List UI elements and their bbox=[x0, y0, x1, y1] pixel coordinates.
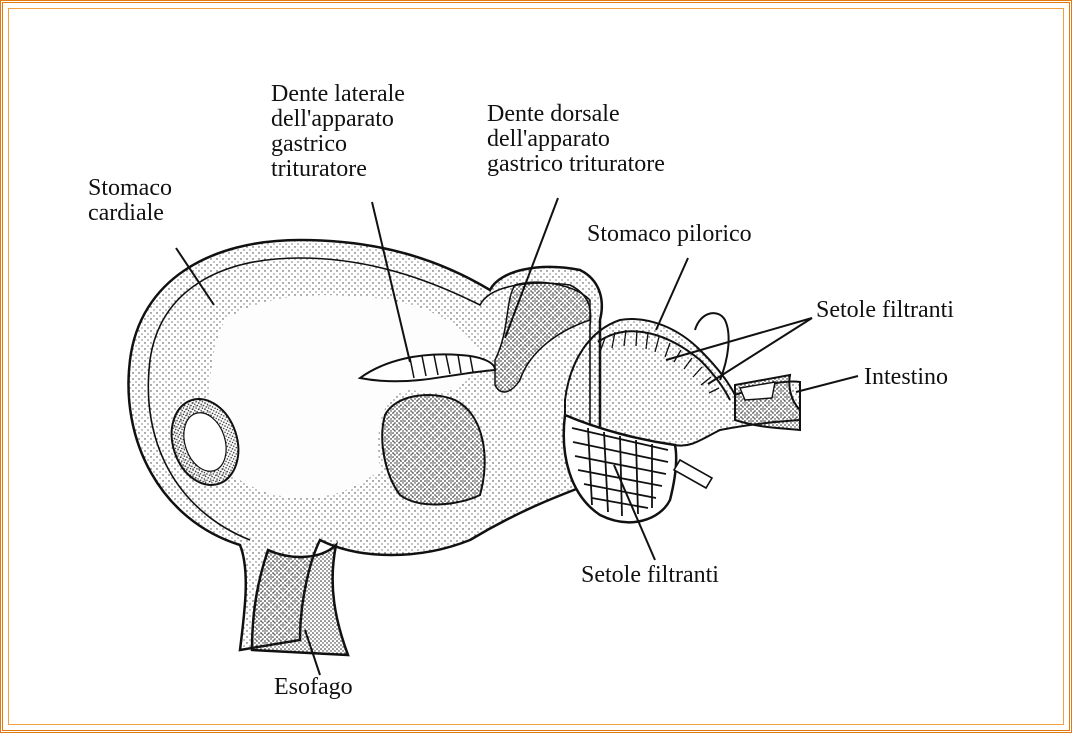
esophagus bbox=[252, 545, 348, 655]
label-dente-dorsale: Dente dorsale dell'apparato gastrico tri… bbox=[487, 102, 665, 177]
label-stomaco-cardiale: Stomaco cardiale bbox=[88, 176, 172, 226]
lower-lobe bbox=[382, 395, 484, 504]
small-tube bbox=[674, 460, 712, 488]
label-intestino: Intestino bbox=[864, 365, 948, 390]
label-setole-filtranti-top: Setole filtranti bbox=[816, 298, 954, 323]
label-dente-laterale: Dente laterale dell'apparato gastrico tr… bbox=[271, 82, 405, 182]
label-setole-filtranti-bottom: Setole filtranti bbox=[581, 563, 719, 588]
label-stomaco-pilorico: Stomaco pilorico bbox=[587, 222, 752, 247]
label-esofago: Esofago bbox=[274, 675, 353, 700]
